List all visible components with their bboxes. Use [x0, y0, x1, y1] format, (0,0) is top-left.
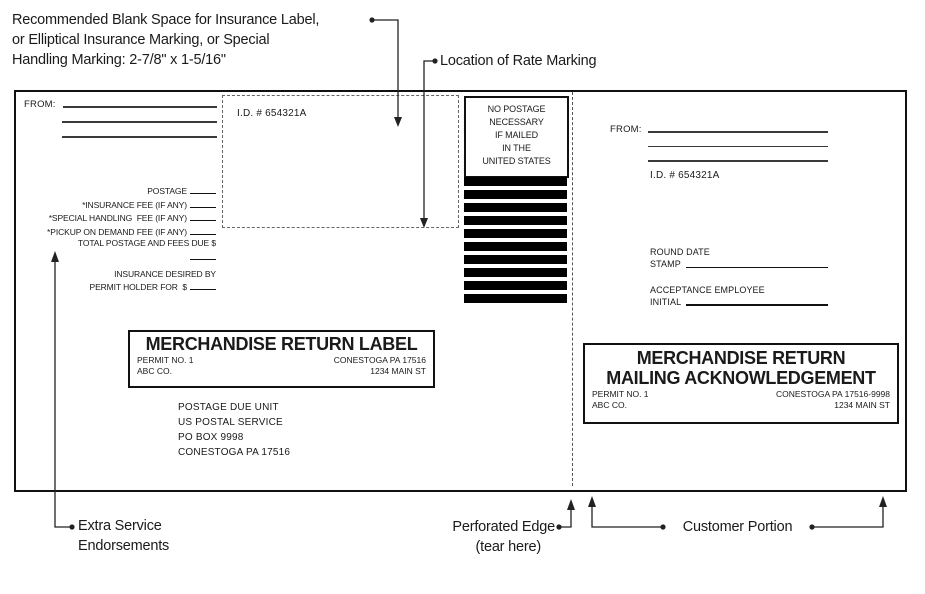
ack-from-line-3 [648, 160, 828, 162]
round-date-blank-line [685, 267, 828, 268]
mailing-acknowledgement-box: MERCHANDISE RETURN MAILING ACKNOWLEDGEME… [583, 343, 899, 424]
bullet-perforated-edge [556, 524, 562, 530]
arrow-up-perforated-edge [567, 499, 575, 510]
rate-bar [464, 229, 567, 238]
fee-label: POSTAGE [147, 186, 187, 196]
return-address: POSTAGE DUE UNIT US POSTAL SERVICE PO BOX … [178, 400, 290, 460]
return-address-line: POSTAGE DUE UNIT [178, 402, 279, 413]
label-from-line-3 [62, 136, 217, 138]
bullet-customer-right [809, 524, 815, 530]
fee-row: POSTAGE [28, 184, 216, 198]
fee-label: INSURANCE DESIRED BY [114, 268, 216, 279]
no-postage-line: IN THE [502, 143, 531, 153]
fee-blank-line [190, 250, 216, 260]
annotation-blank-space-line2: or Elliptical Insurance Marking, or Spec… [12, 32, 270, 48]
insurance-blank-space-box: I.D. # 654321A [222, 95, 459, 228]
label-from-line-2 [62, 121, 217, 123]
label-id-number: I.D. # 654321A [237, 108, 307, 119]
fee-row: TOTAL POSTAGE AND FEES DUE $ [28, 238, 216, 250]
annotation-extra-service: Extra Service Endorsements [78, 516, 169, 556]
rate-bar [464, 203, 567, 212]
mrl-city: CONESTOGA PA 17516 [333, 355, 426, 365]
bullet-extra-service [69, 524, 75, 530]
rate-bar [464, 216, 567, 225]
no-postage-line: IF MAILED [494, 130, 539, 140]
return-address-line: PO BOX 9998 [178, 432, 244, 443]
mrl-permit-no: PERMIT NO. 1 [137, 355, 194, 365]
round-date-line2: STAMP [650, 259, 681, 269]
annotation-perforated-edge: Perforated Edge (tear here) [425, 517, 555, 557]
mrl-company: ABC CO. [137, 366, 172, 376]
mrma-company: ABC CO. [592, 400, 627, 410]
fee-row: *INSURANCE FEE (IF ANY) [28, 198, 216, 212]
ack-from-line-1 [648, 131, 828, 133]
mrma-permit-no: PERMIT NO. 1 [592, 389, 649, 399]
fee-label: PERMIT HOLDER FOR $ [89, 282, 188, 293]
return-address-line: US POSTAL SERVICE [178, 417, 283, 428]
extra-service-line1: Extra Service [78, 518, 162, 534]
return-address-line: CONESTOGA PA 17516 [178, 447, 291, 458]
fee-row: PERMIT HOLDER FOR $ [28, 280, 216, 294]
fee-row: *PICKUP ON DEMAND FEE (IF ANY) [28, 225, 216, 239]
no-postage-line: UNITED STATES [482, 156, 551, 166]
acceptance-blank-line [686, 304, 828, 306]
rate-bar [464, 268, 567, 277]
rate-bars [464, 177, 567, 307]
acceptance-line2: INITIAL [650, 297, 682, 307]
annotation-blank-space-line1: Recommended Blank Space for Insurance La… [12, 12, 320, 28]
annotation-blank-space: Recommended Blank Space for Insurance La… [12, 10, 392, 70]
fee-blank-line [190, 198, 216, 208]
mrl-street: 1234 MAIN ST [370, 366, 426, 376]
annotation-blank-space-line3: Handling Marking: 2-7/8" x 1-5/16" [12, 52, 226, 68]
annotation-rate-marking: Location of Rate Marking [440, 53, 597, 69]
arrow-up-customer-left [588, 496, 596, 507]
fee-label: TOTAL POSTAGE AND FEES DUE $ [77, 238, 216, 249]
fee-row [28, 250, 216, 264]
ack-id-number: I.D. # 654321A [650, 170, 720, 181]
round-date-line1: ROUND DATE [650, 247, 710, 257]
merchandise-return-label-box: MERCHANDISE RETURN LABEL PERMIT NO. 1 AB… [128, 330, 435, 388]
label-from-label: FROM: [24, 99, 56, 110]
label-from-line-1 [63, 106, 217, 108]
arrow-up-customer-right [879, 496, 887, 507]
fee-blank-line [190, 280, 216, 291]
rate-bar [464, 177, 567, 186]
extra-service-line2: Endorsements [78, 538, 170, 554]
perforated-edge-line1: Perforated Edge [452, 519, 555, 535]
fee-list: POSTAGE *INSURANCE FEE (IF ANY) *SPECIAL H… [28, 184, 216, 294]
no-postage-line: NO POSTAGE [487, 104, 546, 114]
fee-row: INSURANCE DESIRED BY [28, 269, 216, 281]
mrma-street: 1234 MAIN ST [834, 400, 890, 410]
perforation-line [572, 92, 573, 486]
rate-bar [464, 281, 567, 290]
rate-bar [464, 242, 567, 251]
rate-bar [464, 294, 567, 303]
mrma-title-line2: MAILING ACKNOWLEDGEMENT [606, 368, 876, 388]
mrl-title: MERCHANDISE RETURN LABEL [145, 334, 418, 354]
rate-bar [464, 255, 567, 264]
no-postage-line: NECESSARY [489, 117, 544, 127]
fee-blank-line [190, 211, 216, 222]
perforated-edge-line2: (tear here) [475, 539, 542, 555]
annotation-customer-portion: Customer Portion [682, 519, 793, 535]
form-outline [14, 90, 907, 492]
fee-blank-line [190, 184, 216, 194]
fee-row: *SPECIAL HANDLING FEE (IF ANY) [28, 211, 216, 225]
rate-bar [464, 190, 567, 199]
fee-label: *SPECIAL HANDLING FEE (IF ANY) [48, 213, 187, 224]
fee-label: *INSURANCE FEE (IF ANY) [82, 199, 187, 210]
fee-blank-line [190, 225, 216, 235]
acceptance-line1: ACCEPTANCE EMPLOYEE [650, 285, 765, 295]
round-date-stamp: ROUND DATE STAMP [650, 246, 828, 270]
ack-from-label: FROM: [610, 124, 642, 135]
bullet-rate-marking [432, 58, 438, 64]
no-postage-box: NO POSTAGE NECESSARY IF MAILED IN THE UNITED… [464, 96, 569, 178]
acceptance-employee-initial: ACCEPTANCE EMPLOYEE INITIAL [650, 284, 828, 308]
fee-label: *PICKUP ON DEMAND FEE (IF ANY) [47, 226, 187, 237]
mrma-title-line1: MERCHANDISE RETURN [636, 348, 846, 368]
mrma-city: CONESTOGA PA 17516-9998 [775, 389, 890, 399]
ack-from-line-2 [648, 146, 828, 147]
